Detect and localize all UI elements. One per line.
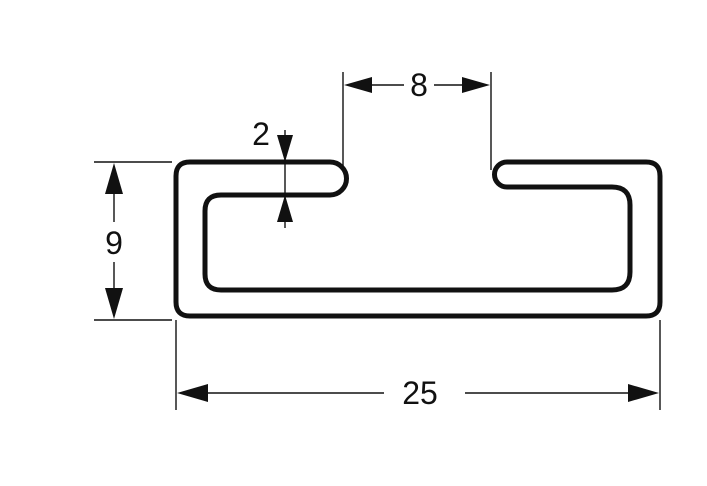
label-height: 9: [105, 225, 123, 261]
arrowhead-thickness-top: [277, 135, 293, 162]
arrowhead-width-right: [628, 384, 659, 402]
label-overall-width: 25: [402, 375, 438, 411]
arrowhead-height-top: [105, 163, 123, 194]
dimension-overall-width: 25: [175, 320, 661, 411]
profile-outline: [173, 159, 663, 319]
arrowhead-height-bottom: [105, 288, 123, 319]
dimension-wall-thickness: 2: [252, 116, 293, 228]
arrowhead-width-left: [177, 384, 208, 402]
arrowhead-slot-left: [344, 77, 372, 93]
dimension-slot-opening: 8: [342, 67, 492, 170]
profile-outer-contour: [173, 159, 663, 319]
label-wall-thickness: 2: [252, 116, 270, 152]
arrowhead-slot-right: [462, 77, 490, 93]
arrowhead-thickness-bottom: [277, 195, 293, 222]
dimension-height: 9: [94, 161, 172, 321]
label-slot-opening: 8: [410, 67, 428, 103]
